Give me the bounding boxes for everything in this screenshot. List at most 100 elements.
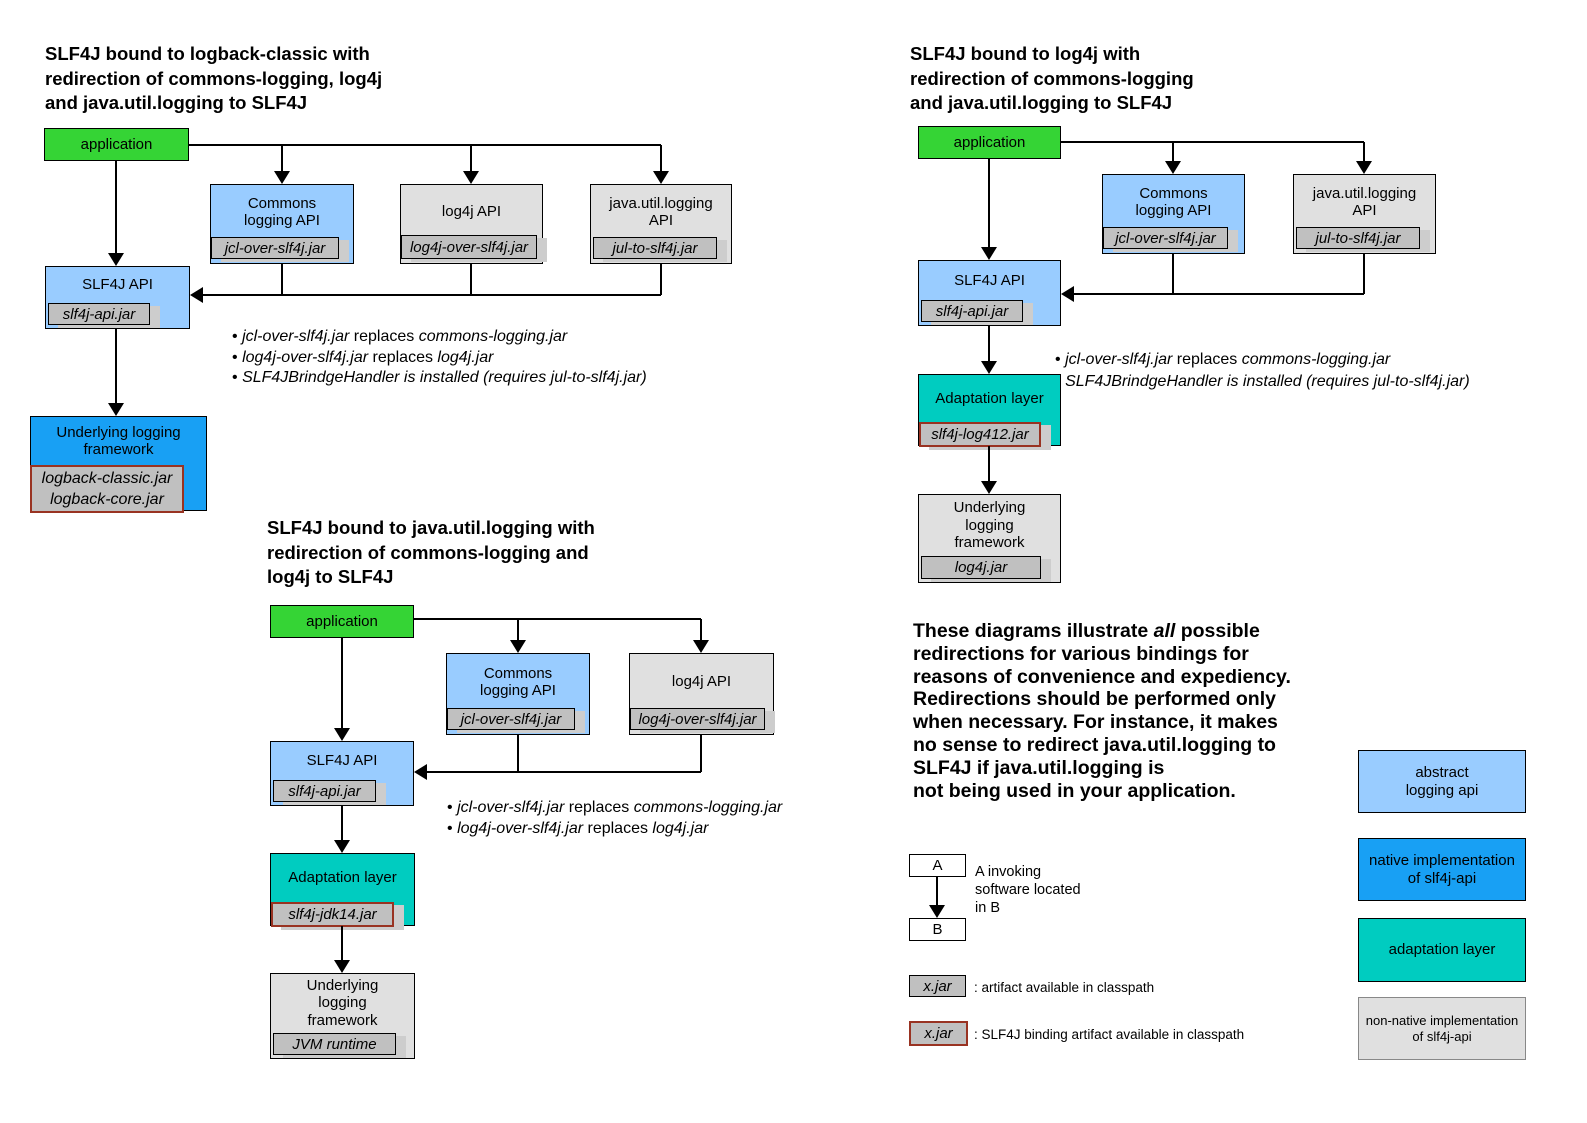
note-line: when necessary. For instance, it makes (913, 711, 1278, 734)
d3-slf4j-api-jar-tag: slf4j-api.jar (273, 780, 376, 802)
swatch-adaptation-layer-label: adaptation layer (1388, 941, 1496, 958)
note-line: no sense to redirect java.util.logging t… (913, 733, 1276, 756)
arrow-head (463, 171, 479, 184)
d3-bullet-2: • log4j-over-slf4j.jar replaces log4j.ja… (447, 820, 709, 837)
d1-log4j-api-box: log4j API log4j-over-slf4j.jar (400, 184, 543, 264)
arrow-line (341, 806, 343, 840)
d2-adaptation-layer-box: Adaptation layer slf4j-log412.jar (918, 374, 1061, 447)
d3-underlying-framework-box: Underlying logging framework JVM runtime (270, 973, 415, 1059)
d1-jul-to-slf4j-jar-tag: jul-to-slf4j.jar (593, 237, 717, 259)
d3-commons-logging-api-label: Commons logging API (480, 664, 556, 700)
arrow-line (988, 326, 990, 361)
arrow-line (427, 771, 701, 773)
arrow-head (981, 361, 997, 374)
legend-jar-box: x.jar (909, 975, 966, 997)
d3-log4j-over-slf4j-jar-tag: log4j-over-slf4j.jar (630, 708, 765, 730)
d1-commons-logging-api-box: Commons logging API jcl-over-slf4j.jar (210, 184, 354, 264)
d2-underlying-framework-box: Underlying logging framework log4j.jar (918, 494, 1061, 583)
d2-application-box: application (918, 126, 1061, 159)
arrow-line (281, 145, 283, 171)
d2-bullet-2: • SLF4JBrindgeHandler is installed (requ… (1055, 372, 1470, 390)
arrow-head (693, 640, 709, 653)
d1-log4j-api-label: log4j API (441, 203, 502, 221)
arrow-head (1356, 161, 1372, 174)
d1-application-box: application (44, 128, 189, 161)
swatch-adaptation-layer: adaptation layer (1358, 918, 1526, 982)
d2-log4j-jar-tag: log4j.jar (921, 556, 1041, 579)
note-line: not being used in your application. (913, 779, 1236, 802)
arrow-line (936, 877, 938, 905)
swatch-native-implementation-label: native implementation of slf4j-api (1369, 851, 1515, 887)
note-line: These diagrams illustrate all possible (913, 620, 1260, 642)
arrow-head (929, 905, 945, 918)
d3-application-box: application (270, 605, 414, 638)
arrow-head (653, 171, 669, 184)
swatch-native-implementation: native implementation of slf4j-api (1358, 838, 1526, 901)
swatch-abstract-logging-api: abstract logging api (1358, 750, 1526, 813)
arrow-line (1061, 141, 1364, 143)
d1-bullet-1: • jcl-over-slf4j.jar replaces commons-lo… (232, 328, 568, 345)
d3-slf4j-api-box: SLF4J API slf4j-api.jar (270, 741, 414, 806)
arrow-line (203, 294, 661, 296)
swatch-abstract-logging-api-label: abstract logging api (1405, 763, 1479, 799)
note-line: SLF4J if java.util.logging is (913, 756, 1165, 779)
arrow-head (190, 287, 203, 303)
arrow-line (189, 144, 661, 146)
d2-slf4j-api-jar-tag: slf4j-api.jar (921, 300, 1023, 322)
d2-java-util-logging-api-label: java.util.logging API (1312, 184, 1417, 220)
arrow-line (115, 161, 117, 253)
arrow-head (1165, 161, 1181, 174)
d1-logback-jar-tag: logback-classic.jar logback-core.jar (30, 465, 184, 513)
arrow-head (274, 171, 290, 184)
note-line: redirections for various bindings for (913, 642, 1249, 665)
d2-application-label: application (953, 133, 1026, 151)
arrow-head (1061, 286, 1074, 302)
arrow-head (334, 960, 350, 973)
legend-a-box: A (909, 854, 966, 877)
arrow-head (108, 403, 124, 416)
legend-jar-caption: : artifact available in classpath (974, 980, 1155, 995)
d2-slf4j-api-box: SLF4J API slf4j-api.jar (918, 260, 1061, 326)
d2-commons-logging-api-label: Commons logging API (1135, 184, 1212, 220)
arrow-line (1363, 254, 1365, 294)
d3-jvm-runtime-tag: JVM runtime (273, 1033, 396, 1055)
arrow-head (334, 840, 350, 853)
d1-java-util-logging-api-box: java.util.logging API jul-to-slf4j.jar (590, 184, 732, 264)
arrow-line (517, 619, 519, 640)
arrow-head (108, 253, 124, 266)
d1-log4j-over-slf4j-jar-tag: log4j-over-slf4j.jar (401, 235, 537, 259)
arrow-head (334, 728, 350, 741)
d3-slf4j-jdk14-jar-tag: slf4j-jdk14.jar (271, 902, 394, 927)
d1-java-util-logging-api-label: java.util.logging API (609, 194, 713, 230)
d1-underlying-framework-label: Underlying logging framework (56, 423, 181, 459)
d2-bullet-notes: • jcl-over-slf4j.jar replaces commons-lo… (1055, 349, 1470, 392)
arrow-line (660, 145, 662, 171)
d3-bullet-1: • jcl-over-slf4j.jar replaces commons-lo… (447, 799, 783, 816)
arrow-line (115, 329, 117, 403)
d1-slf4j-api-jar-tag: slf4j-api.jar (48, 303, 150, 325)
d1-bullet-3: • SLF4JBrindgeHandler is installed (requ… (232, 369, 647, 386)
d1-slf4j-api-label: SLF4J API (82, 276, 153, 294)
legend-invoke-caption: A invoking software located in B (975, 864, 1081, 916)
d1-application-label: application (80, 135, 153, 153)
legend-a-label: A (932, 856, 943, 874)
d3-commons-logging-api-box: Commons logging API jcl-over-slf4j.jar (446, 653, 590, 735)
arrow-head (414, 764, 427, 780)
d2-adaptation-layer-label: Adaptation layer (935, 389, 1044, 407)
arrow-line (341, 926, 343, 960)
legend-b-box: B (909, 918, 966, 941)
arrow-line (1172, 142, 1174, 161)
d2-bullet-1: • jcl-over-slf4j.jar replaces commons-lo… (1055, 351, 1391, 368)
legend-binding-jar-caption: : SLF4J binding artifact available in cl… (974, 1027, 1245, 1042)
d3-adaptation-layer-label: Adaptation layer (288, 869, 397, 887)
arrow-line (700, 619, 702, 640)
arrow-line (341, 638, 343, 728)
d3-application-label: application (306, 612, 378, 630)
d2-underlying-framework-label: Underlying logging framework (953, 499, 1026, 552)
d3-jcl-over-slf4j-jar-tag: jcl-over-slf4j.jar (447, 708, 575, 730)
arrow-line (517, 735, 519, 772)
swatch-non-native-implementation: non-native implementation of slf4j-api (1358, 997, 1526, 1060)
d2-commons-logging-api-box: Commons logging API jcl-over-slf4j.jar (1102, 174, 1245, 254)
d2-jul-to-slf4j-jar-tag: jul-to-slf4j.jar (1296, 227, 1420, 249)
